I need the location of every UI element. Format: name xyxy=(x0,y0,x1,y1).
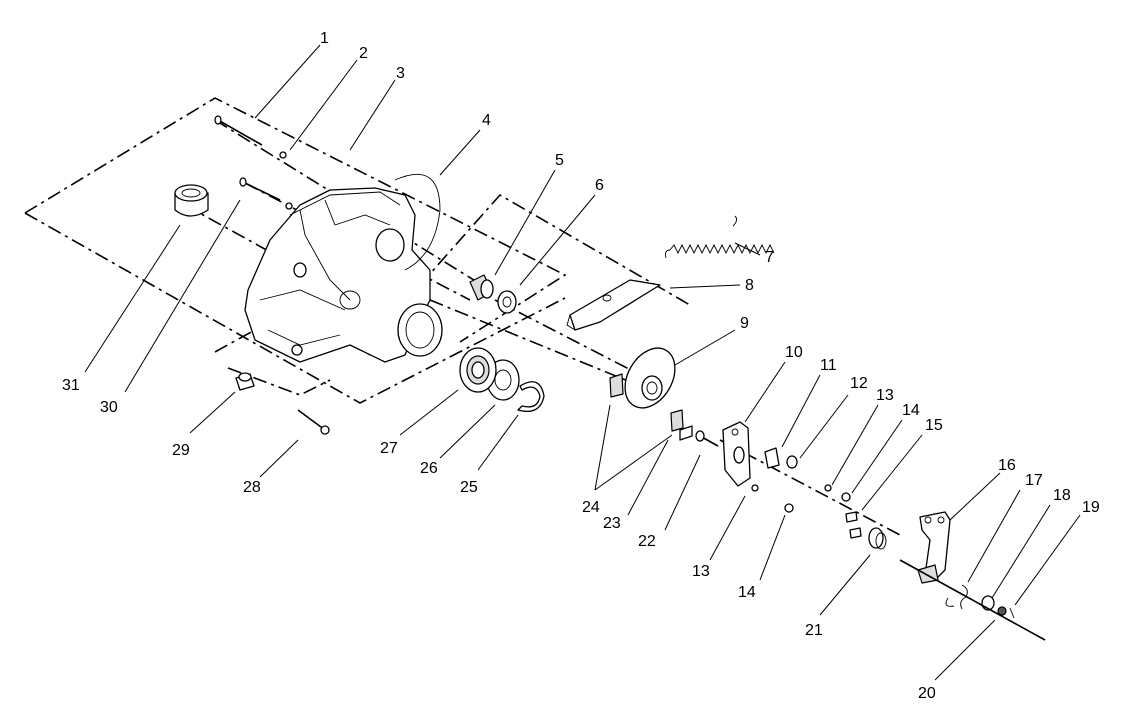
pin-15 xyxy=(845,511,862,539)
callout-31: 31 xyxy=(62,377,80,394)
needle-bearing-5 xyxy=(469,274,494,301)
callout-11: 11 xyxy=(820,357,837,374)
ball-bearing-27 xyxy=(459,347,497,393)
bracket-10 xyxy=(722,421,751,487)
callout-2: 2 xyxy=(359,45,368,62)
callout-16: 16 xyxy=(998,457,1016,474)
leader-lines xyxy=(84,44,1081,681)
plate-23 xyxy=(679,425,693,441)
callout-labels: 1 2 3 4 5 6 7 8 9 10 11 12 13 14 15 16 1… xyxy=(62,30,1100,702)
nut-14-upper xyxy=(841,492,851,502)
callout-14a: 14 xyxy=(902,402,920,419)
washer-12 xyxy=(786,455,798,469)
callout-8: 8 xyxy=(745,277,754,294)
callout-21: 21 xyxy=(805,622,823,639)
shaft-line-right xyxy=(899,559,1046,641)
callout-22: 22 xyxy=(638,533,656,550)
housing-gearcase xyxy=(244,173,443,363)
callout-30: 30 xyxy=(100,399,118,416)
spacer-11 xyxy=(764,447,780,469)
callout-28: 28 xyxy=(243,479,261,496)
callout-24: 24 xyxy=(582,499,600,516)
pulley-disc-9 xyxy=(624,347,676,409)
callout-12: 12 xyxy=(850,375,868,392)
callout-18: 18 xyxy=(1053,487,1071,504)
callout-19: 19 xyxy=(1082,499,1100,516)
screw-1 xyxy=(214,115,263,146)
washer-13-lower xyxy=(751,484,759,492)
bushing-31 xyxy=(174,184,209,217)
callout-15: 15 xyxy=(925,417,943,434)
callout-6: 6 xyxy=(595,177,604,194)
callout-26: 26 xyxy=(420,460,438,477)
callout-29: 29 xyxy=(172,442,190,459)
callout-1: 1 xyxy=(320,30,329,47)
nut-14-lower xyxy=(784,503,794,513)
callout-5: 5 xyxy=(555,152,564,169)
bolt-28 xyxy=(297,409,330,435)
keys-24 xyxy=(609,373,684,432)
seal-6 xyxy=(497,290,517,314)
callout-4: 4 xyxy=(482,112,491,129)
clip-19 xyxy=(1009,607,1015,619)
callout-13b: 13 xyxy=(692,563,710,580)
nut-20 xyxy=(997,606,1007,616)
callout-25: 25 xyxy=(460,479,478,496)
screw-29 xyxy=(235,372,255,391)
coil-spring-21 xyxy=(868,527,887,550)
assembly-axes xyxy=(24,97,901,536)
torsion-spring-17 xyxy=(945,584,968,610)
callout-23: 23 xyxy=(603,515,621,532)
bolt-22 xyxy=(695,430,719,447)
spring-7 xyxy=(665,215,775,259)
callout-20: 20 xyxy=(918,685,936,702)
callout-17: 17 xyxy=(1025,472,1043,489)
callout-3: 3 xyxy=(396,65,405,82)
lever-plate-8 xyxy=(566,279,661,331)
callout-7: 7 xyxy=(765,249,774,266)
callout-14b: 14 xyxy=(738,584,756,601)
screw-30 xyxy=(239,177,293,210)
washer-13-upper xyxy=(824,484,832,492)
callout-10: 10 xyxy=(785,344,803,361)
callout-9: 9 xyxy=(740,315,749,332)
callout-27: 27 xyxy=(380,440,398,457)
snap-ring-25 xyxy=(517,381,545,413)
washer-2 xyxy=(279,151,287,159)
callout-13a: 13 xyxy=(876,387,894,404)
